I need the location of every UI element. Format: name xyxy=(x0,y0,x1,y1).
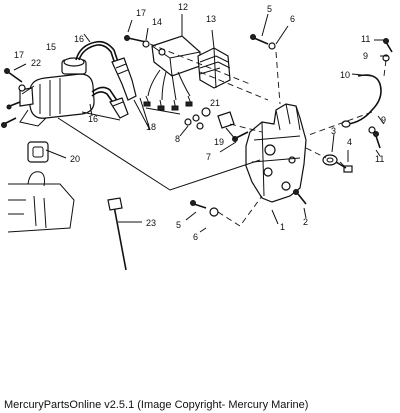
screw-11-lower[interactable] xyxy=(373,131,381,149)
parts-diagram: 1 2 3 4 5 5 6 6 7 8 9 9 10 11 11 12 13 1… xyxy=(1,2,393,271)
callout-22: 22 xyxy=(31,58,41,68)
callout-20: 20 xyxy=(70,154,80,164)
callout-11-top: 11 xyxy=(361,34,370,44)
washer-9-lower[interactable] xyxy=(368,126,376,134)
spark-plug-lead-lower[interactable] xyxy=(91,86,119,105)
switch-box[interactable] xyxy=(151,35,201,77)
washer-6-top[interactable] xyxy=(268,42,276,50)
cable-tie-23[interactable] xyxy=(107,197,127,271)
leader-lines xyxy=(13,13,388,233)
spark-plug-lead-upper[interactable] xyxy=(75,40,119,65)
callout-5-top: 5 xyxy=(267,4,272,14)
rectifier[interactable] xyxy=(197,47,231,89)
switch-box-wiring xyxy=(143,69,193,111)
screw-7[interactable] xyxy=(232,131,249,142)
mounting-plate[interactable] xyxy=(245,103,307,203)
ground-lead[interactable] xyxy=(341,74,382,128)
callout-19: 19 xyxy=(214,137,224,147)
assembly-lines xyxy=(149,43,387,227)
engine-bracket xyxy=(7,171,75,233)
ignition-coil[interactable] xyxy=(19,57,95,119)
callout-16-lower: 16 xyxy=(88,114,98,124)
spark-plug-boot-lower[interactable] xyxy=(109,97,129,119)
screw-2[interactable] xyxy=(293,189,307,205)
callout-18: 18 xyxy=(146,122,156,132)
copyright-footer: MercuryPartsOnline v2.5.1 (Image Copyrig… xyxy=(4,399,309,411)
callout-5-lower: 5 xyxy=(176,220,181,230)
washer-6-lower[interactable] xyxy=(209,207,219,217)
callout-4: 4 xyxy=(347,137,352,147)
callout-2: 2 xyxy=(303,217,308,227)
callout-17-top: 17 xyxy=(136,8,146,18)
screw-11-top[interactable] xyxy=(383,38,393,53)
callout-6-top: 6 xyxy=(290,14,295,24)
washer-22[interactable] xyxy=(18,84,26,92)
screw-5-lower[interactable] xyxy=(190,200,207,209)
callout-7: 7 xyxy=(206,152,211,162)
callout-14: 14 xyxy=(152,17,162,27)
callout-13: 13 xyxy=(206,14,216,24)
callout-12: 12 xyxy=(178,2,188,12)
callout-10: 10 xyxy=(340,70,350,80)
callout-17-left: 17 xyxy=(14,50,24,60)
callout-1: 1 xyxy=(280,222,285,232)
boot-20[interactable] xyxy=(27,141,49,163)
screw-8[interactable] xyxy=(184,118,204,130)
clamp-19[interactable] xyxy=(217,111,235,129)
washer-14[interactable] xyxy=(142,40,150,48)
screw-4[interactable] xyxy=(335,161,353,173)
callout-21: 21 xyxy=(210,98,220,108)
grommet-3[interactable] xyxy=(322,154,338,166)
callout-9-top: 9 xyxy=(363,51,368,61)
callout-23: 23 xyxy=(146,218,156,228)
spark-plug-boot-upper[interactable] xyxy=(111,57,137,101)
callout-6-lower: 6 xyxy=(193,232,198,242)
callout-11-lower: 11 xyxy=(375,154,384,164)
screw-5-top[interactable] xyxy=(250,34,269,45)
nut-21[interactable] xyxy=(192,107,211,122)
screw-17-left[interactable] xyxy=(4,68,23,83)
callout-3: 3 xyxy=(331,126,336,136)
callout-15: 15 xyxy=(46,42,56,52)
callout-labels: 1 2 3 4 5 5 6 6 7 8 9 9 10 11 11 12 13 1… xyxy=(14,2,386,242)
callout-8: 8 xyxy=(175,134,180,144)
callout-9-lower: 9 xyxy=(381,115,386,125)
screw-left-lower[interactable] xyxy=(1,101,21,128)
callout-16-top: 16 xyxy=(74,34,84,44)
coil-bracket xyxy=(19,109,47,127)
screw-17-top[interactable] xyxy=(124,35,147,43)
